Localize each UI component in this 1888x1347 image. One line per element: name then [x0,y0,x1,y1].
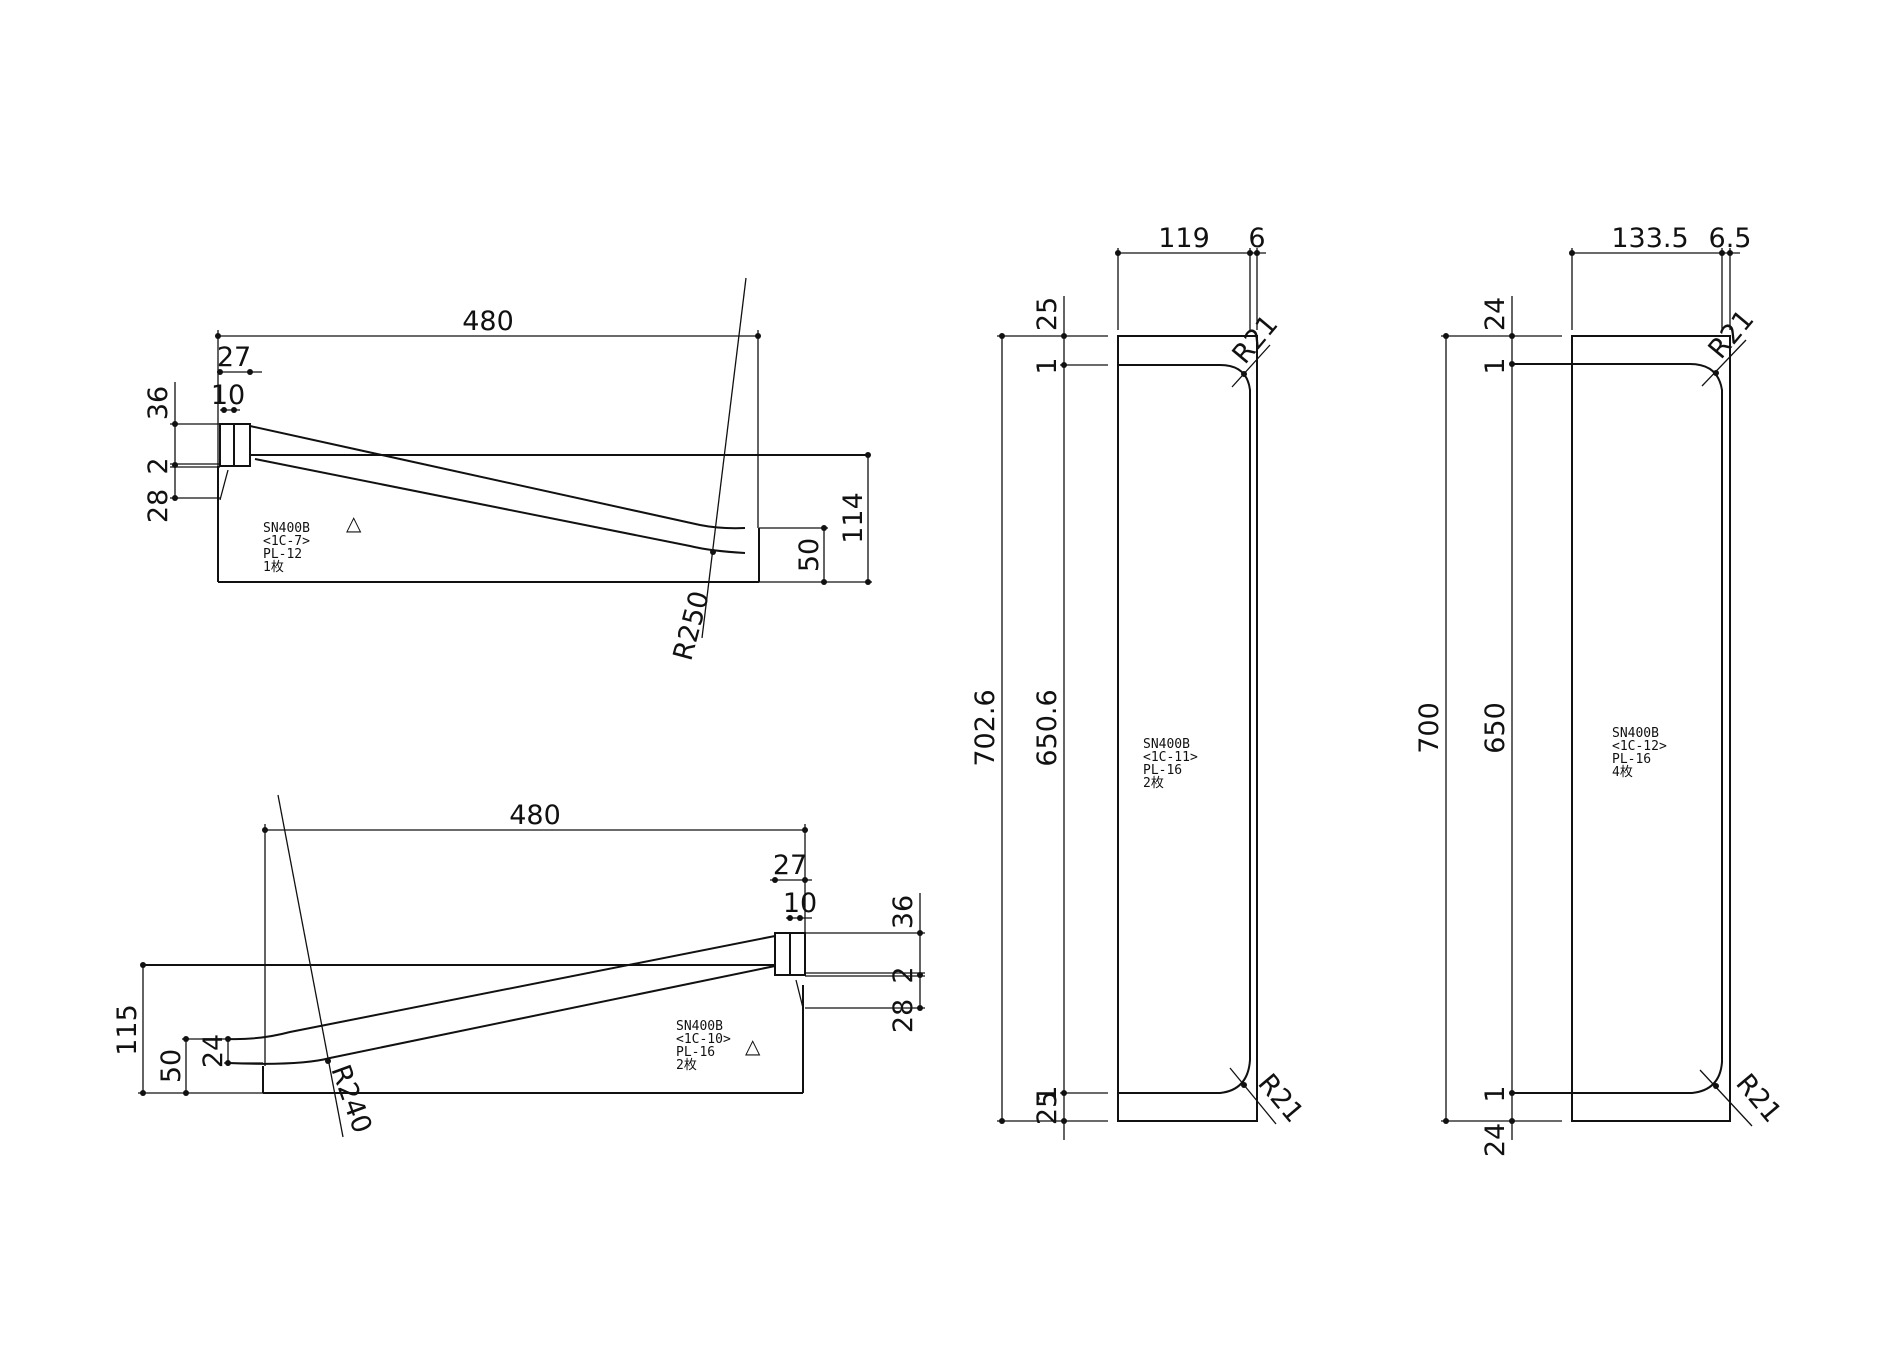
part2-dim-length: 480 [509,800,561,831]
part3-dim-top: 25 [1032,297,1063,331]
part3-radius-bottom-leader [1229,1067,1277,1125]
part3-note-qty: 2枚 [1143,776,1164,791]
part3-dim-bottom: 25 [1032,1091,1063,1125]
part3-dim-inner: 650.6 [1032,689,1063,766]
part1-bottom-slope [254,458,746,554]
part4-dim-edge: 6.5 [1709,223,1752,254]
part4-dim-top: 24 [1480,297,1511,331]
part2-break-line [277,794,344,1138]
part2-dim-end-h: 50 [156,1049,187,1083]
part2-flange-leader [795,979,804,1009]
part4-dim-overall: 700 [1414,702,1445,754]
part2-note-plate: PL-16 [676,1045,715,1060]
part2-note-mark: <1C-10> [676,1032,731,1047]
part1-dim-flange-w: 27 [217,342,251,373]
part3-dim-width: 119 [1158,223,1210,254]
part3-inner-profile [1118,364,1251,1094]
part4-radius-bottom-leader [1699,1069,1753,1127]
part4-note-plate: PL-16 [1612,752,1651,767]
part1-note-qty: 1枚 [263,560,284,575]
part4-radius-top-leader [1701,339,1747,387]
part2-dim-end-inner: 24 [198,1034,229,1068]
part2-dim-top: 36 [888,895,919,929]
part4-dim-top-small: 1 [1480,357,1511,374]
part1-top-slope [249,425,746,530]
part4-dim-width: 133.5 [1611,223,1688,254]
part4-note-qty: 4枚 [1612,765,1633,780]
part3-plate-outline [1117,335,1258,1122]
part2-dim-flange-w: 27 [773,850,807,881]
part4-inner-profile [1512,363,1723,1094]
part3-note-mark: <1C-11> [1143,750,1198,765]
part1-note-material: SN400B [263,521,310,536]
part3-dim-overall: 702.6 [970,689,1001,766]
part-1c-11: 702.6 650.6 25 1 1 25 119 6 R21 R21 SN40… [970,223,1309,1140]
part1-dim-length: 480 [462,306,514,337]
part1-dim-top: 36 [143,386,174,420]
part4-dim-inner: 650 [1480,702,1511,754]
part2-dim-gap: 2 [888,966,919,983]
part2-note-material: SN400B [676,1019,723,1034]
part3-dim-radius-bottom: R21 [1252,1068,1310,1129]
part1-dim-gap: 2 [143,457,174,474]
part4-dim-bottom-small: 1 [1480,1085,1511,1102]
part1-dim-end-h: 50 [794,538,825,572]
part4-note-mark: <1C-12> [1612,739,1667,754]
part3-dim-top-small: 1 [1032,357,1063,374]
part-1c-10: 480 27 10 36 2 28 115 50 24 R240 SN [112,794,925,1138]
part-1c-7: 480 27 10 36 2 28 114 50 R250 SN400B <1C… [143,277,872,664]
part3-dim-edge: 6 [1248,223,1265,254]
part1-dim-flange-t: 10 [211,380,245,411]
part1-dim-height: 114 [838,492,869,544]
part4-note-material: SN400B [1612,726,1659,741]
part3-radius-top-leader [1231,344,1271,388]
part1-note-plate: PL-12 [263,547,302,562]
part1-break-line [701,277,747,639]
part2-weld-symbol: △ [745,1034,761,1058]
part4-dim-radius-bottom: R21 [1730,1068,1788,1129]
part2-dim-height: 115 [112,1004,143,1056]
part-1c-12: 700 650 24 1 1 24 133.5 6.5 R21 R21 SN40… [1414,223,1787,1157]
part4-dim-bottom: 24 [1480,1123,1511,1157]
part1-dim-bottom: 28 [143,489,174,523]
part3-note-plate: PL-16 [1143,763,1182,778]
part3-note-material: SN400B [1143,737,1190,752]
part4-dim-radius-top: R21 [1703,304,1761,365]
part2-note-qty: 2枚 [676,1058,697,1073]
part2-dim-radius: R240 [324,1061,377,1138]
part1-dim-radius: R250 [668,588,716,664]
part2-dim-bottom: 28 [888,999,919,1033]
part1-weld-symbol: △ [346,511,362,535]
part1-note-mark: <1C-7> [263,534,310,549]
part3-dim-radius-top: R21 [1227,309,1285,370]
part2-top-slope [227,935,776,1041]
part3-dim-bottom-small: 1 [1032,1085,1063,1102]
part2-dim-flange-t: 10 [783,888,817,919]
part4-plate-outline [1571,335,1731,1122]
part1-flange-leader [219,469,229,501]
